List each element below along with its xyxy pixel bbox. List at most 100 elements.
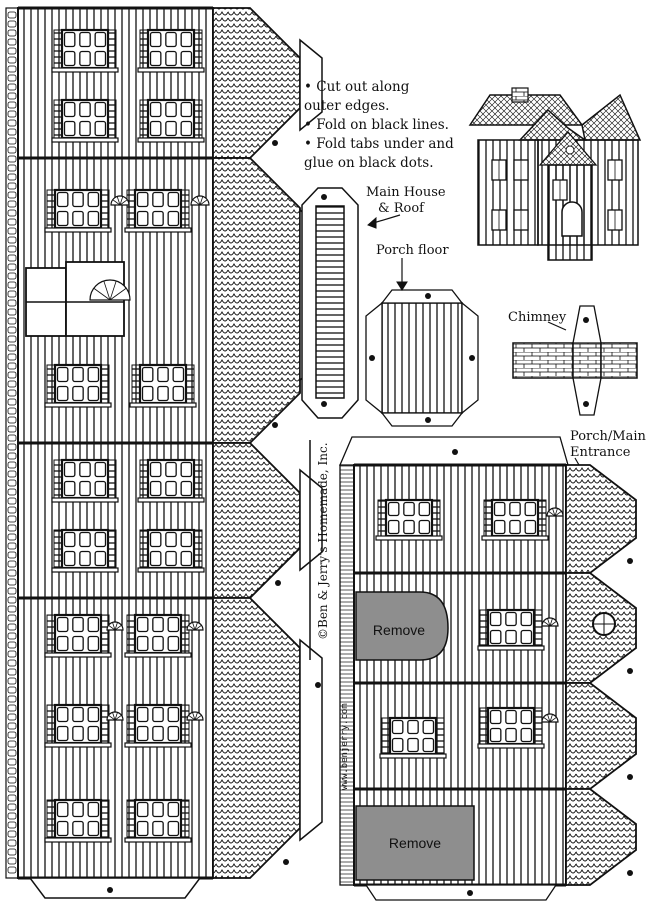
window-pane [72, 801, 84, 818]
strip-cell [7, 218, 17, 226]
strip-cell [7, 344, 17, 352]
window-sill [51, 567, 119, 573]
strip-cell [7, 11, 17, 19]
window-shutter [193, 529, 203, 569]
window-shutter [107, 529, 117, 569]
window-pane [136, 706, 149, 723]
fan-spoke [119, 196, 124, 206]
window-sill [477, 743, 545, 749]
window-pane [165, 120, 177, 137]
window-sill [44, 837, 112, 843]
roof-flap-3 [212, 442, 301, 599]
strip-cell [7, 20, 17, 28]
window-pane [180, 531, 193, 548]
glue-dot [583, 401, 589, 407]
strip-cell [7, 740, 17, 748]
strip-cell [7, 353, 17, 361]
window-pane [79, 31, 91, 48]
window-pane [407, 719, 419, 735]
window-pane [72, 191, 84, 208]
window-pane [149, 461, 162, 478]
fan-window [186, 711, 204, 721]
strip-cell [7, 182, 17, 190]
window-pane [520, 709, 533, 725]
strip-cell [7, 236, 17, 244]
strip-cell [7, 812, 17, 820]
window-pane [165, 461, 177, 478]
window-sill [51, 137, 119, 143]
fan-spoke [194, 714, 202, 721]
window-pane [520, 629, 533, 645]
window-pane [72, 385, 84, 402]
window-pane [63, 461, 76, 478]
window-pane [489, 629, 502, 645]
glue-dot [321, 194, 327, 200]
strip-cell [7, 767, 17, 775]
glue-dot [107, 887, 113, 893]
window-pane [520, 727, 533, 743]
strip-cell [7, 470, 17, 478]
fan-spoke [192, 199, 201, 206]
instruction-line-5: glue on black dots. [304, 155, 434, 171]
window-pane [149, 120, 162, 137]
window-pane [149, 531, 162, 548]
window-pane [94, 50, 107, 67]
window-pane [136, 801, 149, 818]
window-pane [149, 50, 162, 67]
strip-cell [7, 317, 17, 325]
fan-spoke [554, 508, 558, 517]
strip-cell [7, 866, 17, 874]
strip-cell [7, 641, 17, 649]
fan-spoke [188, 714, 196, 721]
glue-dot [583, 317, 589, 323]
window-sill [477, 645, 545, 651]
fan-spoke [543, 716, 551, 723]
glue-dot [627, 870, 633, 876]
fan-window [541, 713, 559, 723]
fan-spoke [119, 199, 128, 206]
window-shutter [381, 717, 391, 755]
chimney-label: Chimney [508, 310, 567, 325]
window-pane [180, 480, 193, 497]
fan-spoke [108, 624, 116, 631]
window-pane [87, 210, 100, 227]
strip-cell [7, 83, 17, 91]
window-sill [137, 567, 205, 573]
fan-window [106, 621, 124, 631]
window-shutter [53, 459, 63, 499]
fan-spoke [108, 714, 116, 721]
window-shutter [193, 29, 203, 69]
strip-cell [7, 38, 17, 46]
window-pane [418, 501, 431, 517]
fan-spoke [194, 624, 202, 631]
fan-spoke [109, 280, 117, 301]
fan-spoke [114, 714, 122, 721]
window-pane [152, 820, 164, 837]
window-pane [94, 120, 107, 137]
strip-cell [7, 659, 17, 667]
main-house-label-line-2: & Roof [378, 201, 424, 216]
window-shutter [100, 189, 110, 229]
window-pane [509, 519, 521, 535]
strip-cell [7, 407, 17, 415]
glue-dot [315, 682, 321, 688]
strip-cell [7, 299, 17, 307]
fan-spoke [549, 714, 553, 723]
glue-dot [283, 859, 289, 865]
remove-area-1 [355, 591, 449, 661]
window-pane [87, 820, 100, 837]
fan-spoke [93, 287, 111, 301]
fan-spoke [194, 712, 198, 721]
strip-cell [7, 578, 17, 586]
fan-spoke [194, 622, 198, 631]
window-pane [387, 501, 400, 517]
remove-label-1: Remove [372, 622, 426, 638]
window-shutter [180, 614, 190, 654]
glue-dot [627, 774, 633, 780]
fan-spoke [199, 196, 204, 206]
fan-spoke [114, 624, 122, 631]
window-pane [167, 191, 180, 208]
strip-cell [7, 65, 17, 73]
strip-cell [7, 74, 17, 82]
window-pane [489, 611, 502, 627]
